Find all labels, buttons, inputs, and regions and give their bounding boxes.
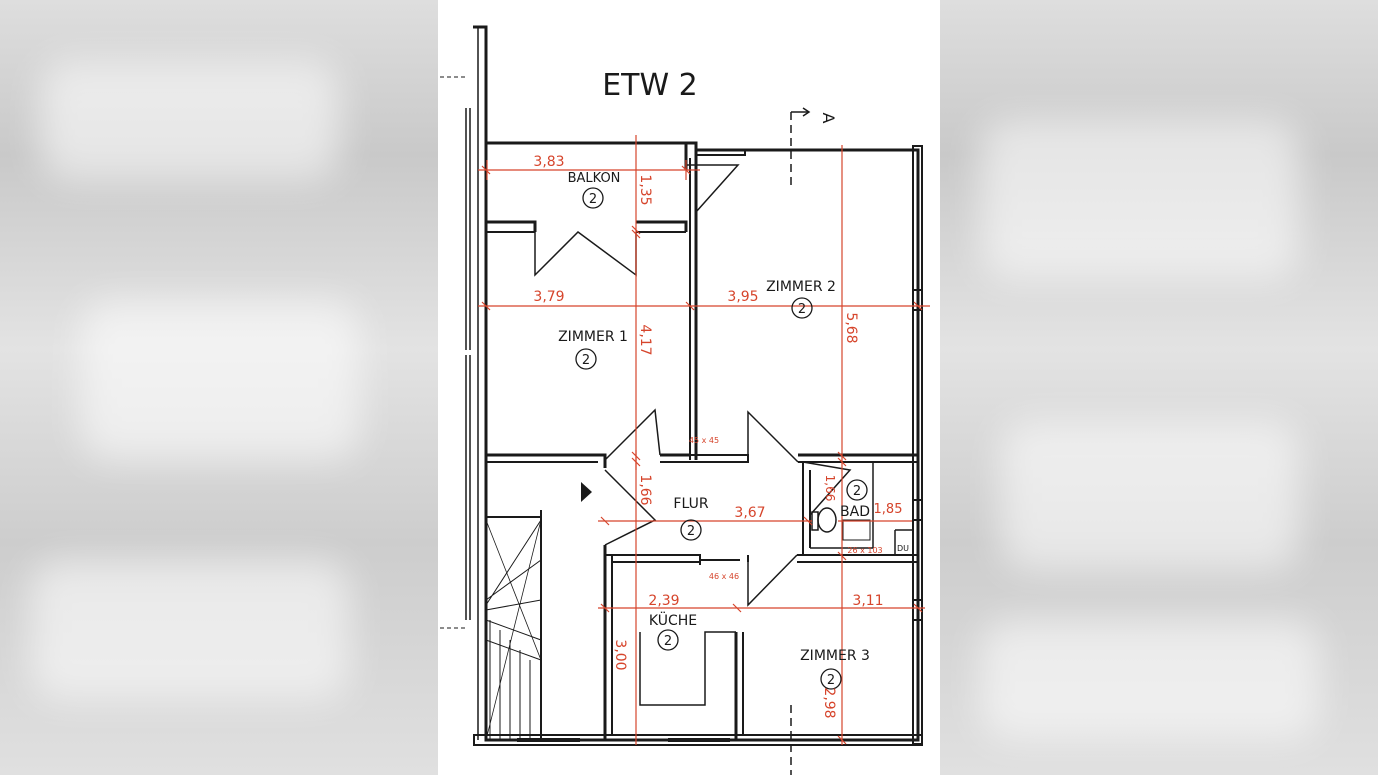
room-number-flur: 2: [687, 524, 695, 539]
opening-chimney-upper: 45 x 45: [689, 436, 719, 445]
dim-bad-depth: 1,66: [823, 475, 837, 502]
section-line: [790, 107, 811, 775]
washbasin-icon: [842, 519, 871, 541]
dim-zimmer3-depth: 2,98: [821, 687, 837, 718]
dim-zimmer3-width: 3,11: [852, 593, 883, 609]
dim-balkon-depth: 1,35: [637, 174, 653, 205]
room-number-zimmer2: 2: [798, 302, 806, 317]
walls: [465, 25, 923, 746]
room-number-zimmer3: 2: [827, 673, 835, 688]
room-number-bad: 2: [853, 484, 861, 499]
dim-zimmer2-width: 3,95: [727, 289, 758, 305]
blurred-background-right: [940, 0, 1378, 775]
dim-flur-width: 3,67: [734, 505, 765, 521]
blurred-background-left: [0, 0, 438, 775]
room-name-balkon: BALKON: [568, 171, 621, 186]
dashed-left-marks: [440, 76, 466, 629]
door-swings: [534, 164, 852, 607]
room-name-zimmer3: ZIMMER 3: [800, 648, 870, 664]
room-number-kuche: 2: [664, 634, 672, 649]
plan-title: ETW 2: [602, 68, 698, 103]
room-name-zimmer1: ZIMMER 1: [558, 329, 628, 345]
dim-zimmer2-depth: 5,68: [843, 312, 859, 343]
dim-balkon-width: 3,83: [533, 154, 564, 170]
section-mark-top: A: [819, 113, 838, 124]
dim-bad-width: 1,85: [874, 502, 903, 517]
dim-flur-depth: 1,66: [637, 474, 653, 505]
room-number-zimmer1: 2: [582, 353, 590, 368]
room-name-kuche: KÜCHE: [649, 611, 697, 629]
room-name-flur: FLUR: [673, 496, 708, 512]
toilet-icon: [811, 507, 837, 533]
dim-zimmer1-width: 3,79: [533, 289, 564, 305]
room-name-zimmer2: ZIMMER 2: [766, 279, 836, 295]
dim-kuche-width: 2,39: [648, 593, 679, 609]
dimension-ticks: [481, 165, 923, 745]
dimension-lines: [478, 135, 930, 745]
room-name-bad: BAD: [840, 504, 870, 520]
room-number-circles: [575, 187, 868, 690]
opening-chimney-lower: 46 x 46: [709, 572, 739, 581]
dim-kuche-depth: 3,00: [612, 639, 628, 670]
dim-zimmer1-depth: 4,17: [637, 324, 653, 355]
opening-bad-shaft: 26 x 103: [847, 546, 882, 555]
staircase: [485, 519, 542, 741]
room-number-balkon: 2: [589, 192, 597, 207]
shower-label: DU: [897, 544, 909, 553]
entrance-arrow-icon: [581, 482, 592, 502]
